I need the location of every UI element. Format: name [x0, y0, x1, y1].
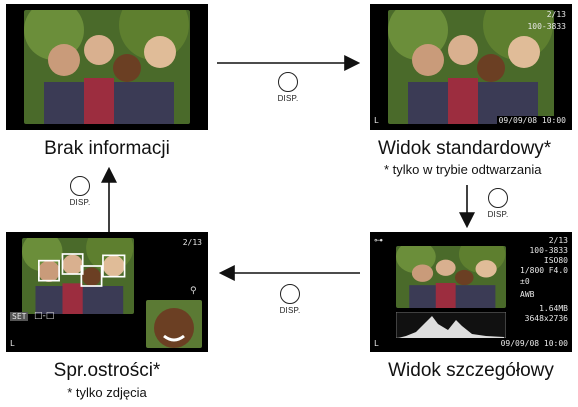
resolution: 3648x2736 [524, 314, 568, 323]
screen-standard-view: 2/13 100-3833 09/09/08 10:00 L [370, 4, 572, 130]
iso-value: ISO80 [543, 256, 568, 265]
photo-children-faces [22, 238, 134, 314]
photo-children [24, 10, 190, 124]
disp-button-bottom[interactable]: DISP. [270, 284, 310, 322]
disp-button-label: DISP. [277, 94, 299, 103]
zoomed-face [146, 300, 202, 348]
white-balance: AWB [520, 290, 535, 299]
caption-no-info: Brak informacji [44, 138, 170, 159]
disp-button-circle [280, 284, 300, 304]
disp-button-circle [278, 72, 298, 92]
set-label: SET [10, 312, 29, 321]
photo-children-small [396, 246, 506, 308]
date-time: 09/09/08 10:00 [496, 116, 568, 125]
screen-detailed-view: ⊶ 2/13 100-3833 ISO80 1/800 F4.0 ±0 AWB … [370, 232, 572, 352]
file-size: 1.64MB [539, 304, 568, 313]
quality-icon: L [10, 339, 15, 348]
photo-children [388, 10, 554, 124]
shutter-speed: 1/800 [520, 266, 545, 275]
exposure-compensation: ±0 [520, 277, 530, 286]
screen-no-info [6, 4, 208, 130]
caption-standard-view: Widok standardowy* [378, 138, 552, 159]
date-time: 09/09/08 10:00 [500, 339, 568, 348]
aperture: F4.0 [548, 266, 568, 275]
disp-button-right[interactable]: DISP. [478, 188, 518, 226]
disp-button-circle [488, 188, 508, 208]
image-counter: 2/13 [182, 238, 202, 247]
disp-button-label: DISP. [279, 306, 301, 315]
disp-button-circle [70, 176, 90, 196]
protect-icon: ⊶ [374, 236, 383, 246]
caption-focus-check: Spr.ostrości* [53, 360, 161, 381]
note-playback-only: * tylko w trybie odtwarzania [384, 162, 542, 177]
histogram [396, 312, 506, 338]
frame-switch-icon: □-□ [34, 311, 55, 321]
folder-number: 100-3833 [529, 246, 568, 255]
quality-icon: L [374, 339, 379, 348]
image-counter: 2/13 [546, 10, 566, 19]
disp-button-label: DISP. [69, 198, 91, 207]
caption-detailed-view: Widok szczegółowy [388, 360, 554, 381]
folder-number: 100-3833 [527, 22, 566, 31]
magnify-icon: ⚲ [190, 286, 197, 296]
disp-button-top[interactable]: DISP. [268, 72, 308, 110]
disp-button-left[interactable]: DISP. [60, 176, 100, 214]
screen-focus-check: 2/13 ⚲ SET □-□ L [6, 232, 208, 352]
image-counter: 2/13 [548, 236, 568, 245]
disp-button-label: DISP. [487, 210, 509, 219]
quality-icon: L [374, 116, 379, 125]
note-stills-only: * tylko zdjęcia [67, 385, 147, 400]
